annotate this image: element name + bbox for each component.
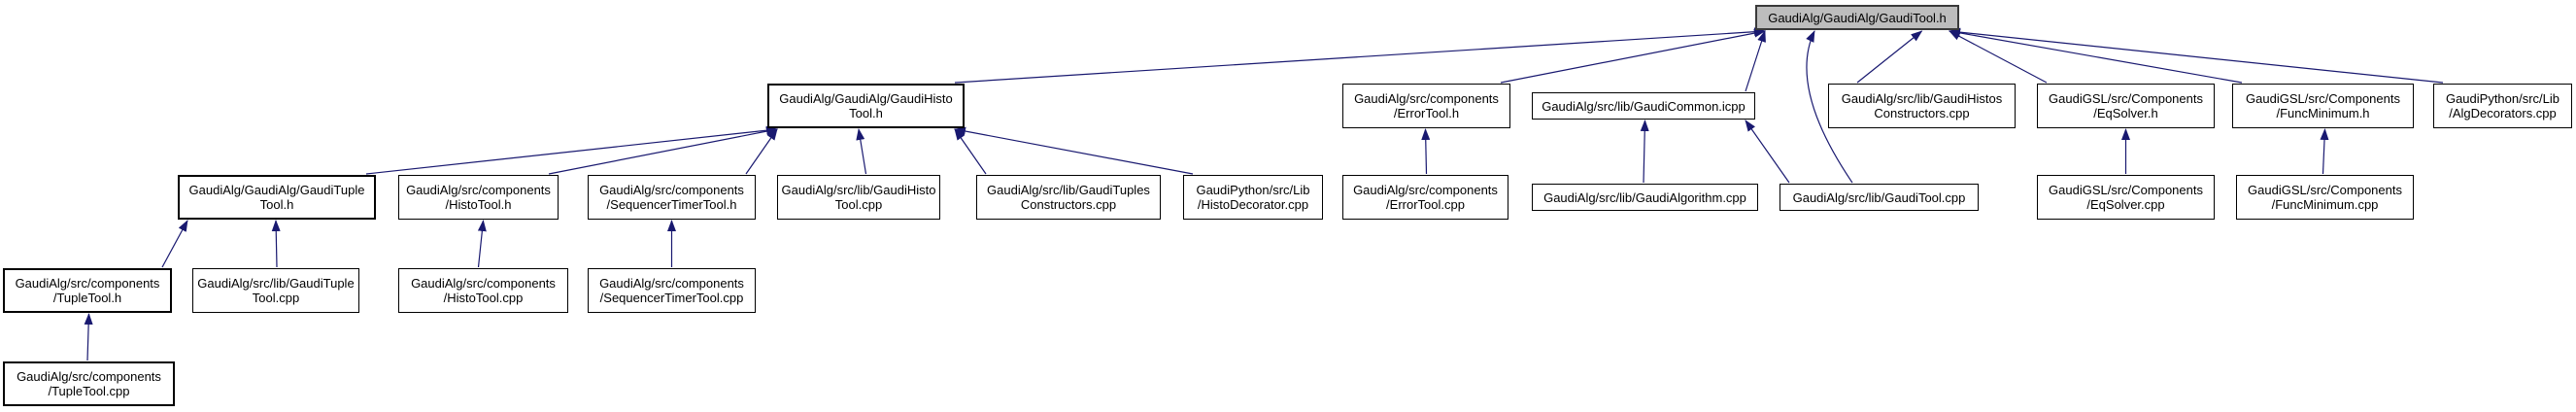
graph-node-gauditool_h[interactable]: GaudiAlg/GaudiAlg/GaudiTool.h (1755, 5, 1959, 30)
graph-node-histotool_h[interactable]: GaudiAlg/src/components/HistoTool.h (398, 175, 559, 220)
graph-node-label-line: GaudiAlg/src/lib/GaudiTool.cpp (1792, 189, 1966, 205)
graph-node-gauditool_cpp[interactable]: GaudiAlg/src/lib/GaudiTool.cpp (1779, 184, 1979, 211)
graph-edge-gaudihistotool_cpp--gaudihistotool_h (856, 128, 867, 175)
graph-node-label-line: GaudiAlg/src/components (411, 276, 556, 291)
graph-edge-algdecorators_cpp--gauditool_h (1949, 27, 2444, 84)
graph-node-label-line: /TupleTool.h (52, 291, 122, 305)
graph-node-label-line: GaudiAlg/src/components (17, 369, 161, 384)
graph-node-label-line: GaudiAlg/GaudiAlg/GaudiTuple (188, 183, 365, 197)
graph-node-tupletool_cpp[interactable]: GaudiAlg/src/components/TupleTool.cpp (3, 361, 175, 406)
graph-node-label-line: GaudiAlg/GaudiAlg/GaudiTool.h (1768, 10, 1947, 25)
graph-node-funcminimum_h[interactable]: GaudiGSL/src/Components/FuncMinimum.h (2232, 84, 2414, 128)
graph-node-label-line: /EqSolver.h (2093, 106, 2158, 120)
graph-edge-errortool_h--gauditool_h (1500, 28, 1766, 84)
graph-node-label-line: /FuncMinimum.h (2276, 106, 2370, 120)
graph-node-label-line: /TupleTool.cpp (48, 384, 130, 398)
graph-edge-tupletool_cpp--tupletool_h (84, 313, 93, 361)
graph-edge-histotool_h--gaudihistotool_h (548, 126, 778, 175)
graph-node-gaudialgorithm_cpp[interactable]: GaudiAlg/src/lib/GaudiAlgorithm.cpp (1532, 184, 1758, 211)
graph-edge-gaudihistosconstructors_cpp--gauditool_h (1856, 30, 1923, 84)
graph-edge-gaudituplesconstructors_cpp--gaudihistotool_h (954, 128, 987, 175)
graph-node-label-line: Constructors.cpp (1874, 106, 1970, 120)
graph-node-funcminimum_cpp[interactable]: GaudiGSL/src/Components/FuncMinimum.cpp (2236, 175, 2414, 220)
graph-node-label-line: Tool.h (259, 197, 294, 212)
graph-node-label-line: Tool.cpp (834, 197, 883, 212)
graph-node-label-line: GaudiAlg/src/lib/GaudiHisto (781, 183, 936, 197)
graph-edge-errortool_cpp--errortool_h (1421, 128, 1431, 175)
graph-node-histotool_cpp[interactable]: GaudiAlg/src/components/HistoTool.cpp (398, 268, 568, 313)
graph-node-label-line: GaudiAlg/src/lib/GaudiCommon.icpp (1542, 98, 1746, 114)
graph-edge-funcminimum_cpp--funcminimum_h (2320, 128, 2329, 175)
graph-edge-gauditool_cpp--gauditool_h (1806, 30, 1853, 184)
graph-node-label-line: GaudiAlg/src/lib/GaudiTuple (197, 276, 355, 291)
graph-edge-gauditupletool_cpp--gaudituple_h (271, 220, 281, 268)
graph-node-label-line: GaudiGSL/src/Components (2248, 183, 2402, 197)
graph-node-label-line: /SequencerTimerTool.h (606, 197, 737, 212)
graph-node-label-line: GaudiAlg/src/lib/GaudiTuples (987, 183, 1150, 197)
graph-node-algdecorators_cpp[interactable]: GaudiPython/src/Lib/AlgDecorators.cpp (2433, 84, 2572, 128)
graph-node-errortool_h[interactable]: GaudiAlg/src/components/ErrorTool.h (1342, 84, 1510, 128)
graph-node-gaudicommon_icpp[interactable]: GaudiAlg/src/lib/GaudiCommon.icpp (1532, 92, 1755, 120)
graph-edge-seqtimertool_h--gaudihistotool_h (745, 128, 778, 175)
graph-node-label-line: GaudiPython/src/Lib (1196, 183, 1310, 197)
graph-node-label-line: GaudiPython/src/Lib (2445, 91, 2560, 106)
graph-edge-tupletool_h--gaudituple_h (161, 220, 188, 268)
graph-node-label-line: /HistoDecorator.cpp (1197, 197, 1309, 212)
graph-node-label-line: GaudiAlg/src/components (599, 183, 744, 197)
graph-edge-gauditool_cpp--gaudicommon_icpp (1745, 120, 1790, 184)
graph-edge-gaudialgorithm_cpp--gaudicommon_icpp (1640, 120, 1649, 184)
graph-edge-funcminimum_h--gauditool_h (1949, 28, 2243, 84)
graph-node-label-line: /ErrorTool.cpp (1386, 197, 1465, 212)
graph-node-label-line: /HistoTool.cpp (443, 291, 524, 305)
graph-node-label-line: GaudiAlg/src/components (15, 276, 160, 291)
graph-node-eqsolver_cpp[interactable]: GaudiGSL/src/Components/EqSolver.cpp (2037, 175, 2215, 220)
graph-node-label-line: /AlgDecorators.cpp (2449, 106, 2557, 120)
graph-edge-histotool_cpp--histotool_h (477, 220, 487, 268)
graph-node-eqsolver_h[interactable]: GaudiGSL/src/Components/EqSolver.h (2037, 84, 2215, 128)
graph-node-label-line: GaudiAlg/GaudiAlg/GaudiHisto (779, 91, 953, 106)
graph-node-label-line: /FuncMinimum.cpp (2271, 197, 2379, 212)
graph-node-seqtimertool_h[interactable]: GaudiAlg/src/components/SequencerTimerTo… (588, 175, 756, 220)
graph-node-label-line: GaudiGSL/src/Components (2049, 91, 2203, 106)
graph-node-label-line: Constructors.cpp (1020, 197, 1117, 212)
graph-node-label-line: /ErrorTool.h (1393, 106, 1460, 120)
graph-edge-histodecorator_cpp--gaudihistotool_h (954, 126, 1194, 175)
graph-node-errortool_cpp[interactable]: GaudiAlg/src/components/ErrorTool.cpp (1342, 175, 1508, 220)
graph-node-label-line: GaudiAlg/src/components (599, 276, 744, 291)
graph-node-label-line: GaudiGSL/src/Components (2049, 183, 2203, 197)
graph-edge-gaudihistotool_h--gauditool_h (954, 27, 1766, 84)
graph-node-label-line: Tool.h (849, 106, 883, 120)
graph-node-label-line: /EqSolver.cpp (2086, 197, 2165, 212)
graph-node-histodecorator_cpp[interactable]: GaudiPython/src/Lib/HistoDecorator.cpp (1183, 175, 1323, 220)
graph-node-label-line: GaudiGSL/src/Components (2246, 91, 2400, 106)
graph-node-label-line: /HistoTool.h (445, 197, 512, 212)
graph-node-label-line: GaudiAlg/src/components (406, 183, 551, 197)
graph-node-label-line: Tool.cpp (252, 291, 300, 305)
graph-node-label-line: GaudiAlg/src/components (1354, 91, 1499, 106)
graph-node-label-line: /SequencerTimerTool.cpp (599, 291, 744, 305)
graph-edge-gaudicommon_icpp--gauditool_h (1745, 30, 1766, 92)
graph-node-seqtimertool_cpp[interactable]: GaudiAlg/src/components/SequencerTimerTo… (588, 268, 756, 313)
graph-node-label-line: GaudiAlg/src/lib/GaudiAlgorithm.cpp (1543, 189, 1746, 205)
graph-node-tupletool_h[interactable]: GaudiAlg/src/components/TupleTool.h (3, 268, 172, 313)
graph-node-label-line: GaudiAlg/src/components (1353, 183, 1498, 197)
graph-edge-gaudituple_h--gaudihistotool_h (365, 125, 778, 175)
graph-edge-eqsolver_h--gauditool_h (1949, 30, 2048, 84)
graph-node-label-line: GaudiAlg/src/lib/GaudiHistos (1841, 91, 2003, 106)
